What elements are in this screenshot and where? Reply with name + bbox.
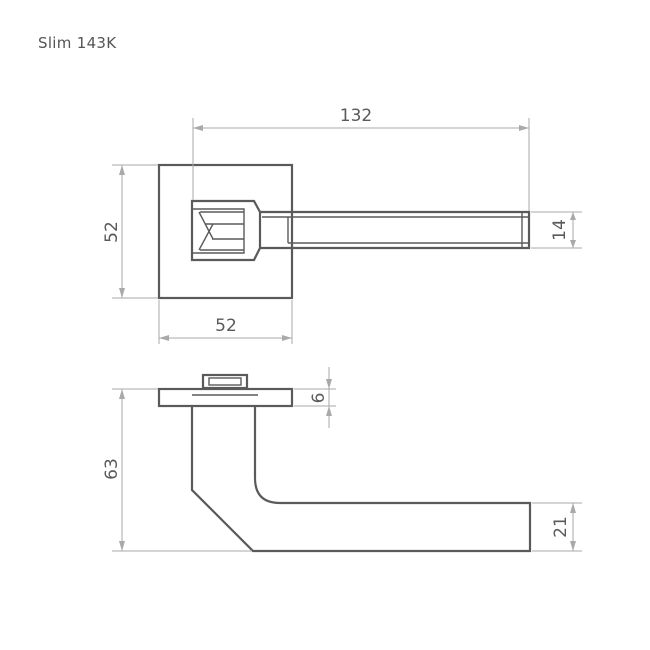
dim-label-52-vertical: 52	[102, 221, 122, 243]
rose-plate-side	[157, 387, 294, 408]
neck-bevel	[198, 211, 214, 251]
dimension-rose-thickness: 6	[294, 367, 336, 428]
lever-profile-side	[190, 406, 532, 553]
dimension-rose-width: 52	[158, 300, 293, 344]
dim-label-63: 63	[102, 458, 122, 480]
dimension-lever-thickness: 21	[532, 502, 582, 552]
dim-label-14: 14	[550, 219, 570, 241]
dimension-lever-width: 14	[531, 211, 582, 249]
handle-neck-top	[190, 199, 262, 262]
dim-label-6: 6	[309, 393, 329, 404]
lever-arm-top	[260, 210, 531, 250]
dimension-total-depth: 63	[102, 388, 252, 552]
dimension-handle-length: 132	[192, 106, 530, 211]
lever-arm-detail	[262, 212, 529, 248]
dim-label-21: 21	[551, 516, 571, 538]
dimension-rose-height: 52	[102, 164, 158, 299]
dim-label-132: 132	[340, 106, 372, 126]
dim-label-52-horizontal: 52	[215, 316, 237, 336]
model-title: Slim 143K	[38, 34, 117, 52]
spindle-cap-inner	[208, 377, 242, 386]
rose-square-top	[157, 163, 294, 300]
top-view	[157, 163, 531, 300]
neck-inner-frame	[192, 208, 245, 254]
neck-facets	[200, 211, 244, 251]
side-view	[157, 373, 532, 553]
